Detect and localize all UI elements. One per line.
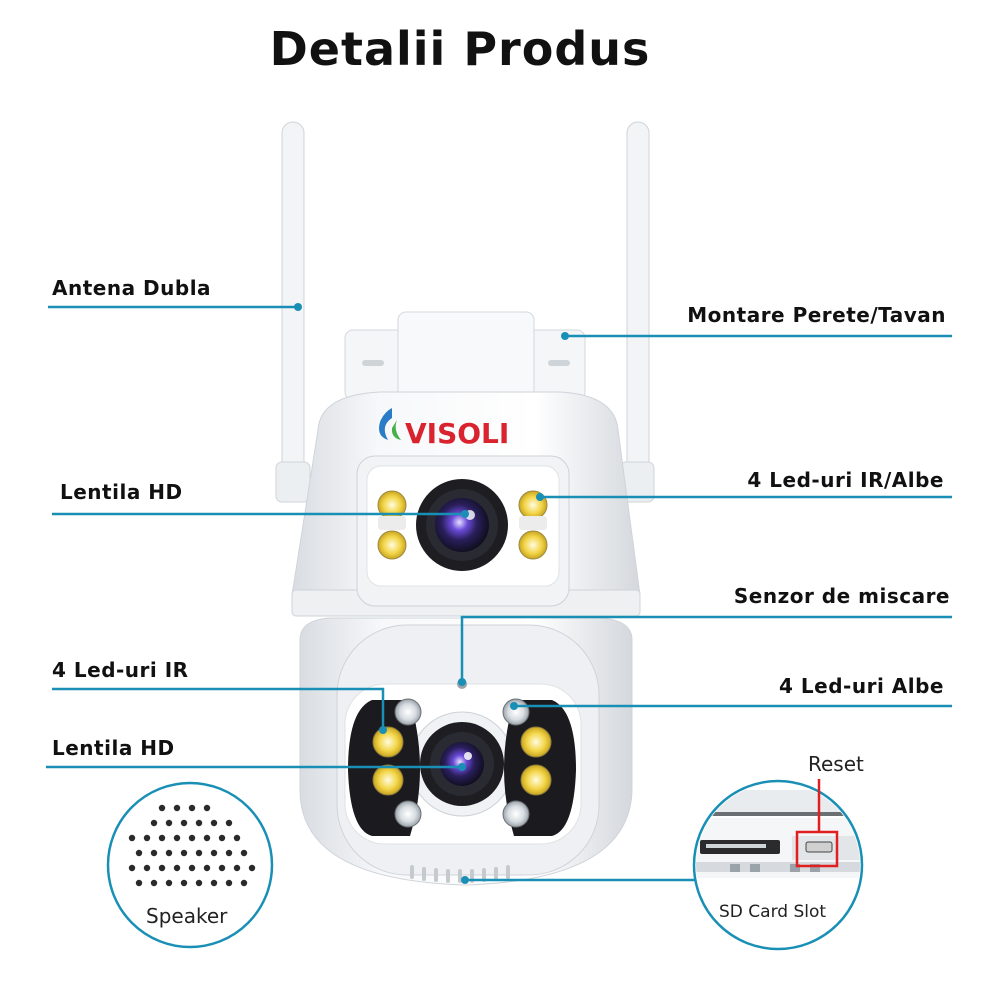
speaker-hole	[150, 879, 158, 887]
speaker-hole	[225, 819, 233, 827]
visoli-logo: VISOLI	[379, 408, 509, 450]
speaker-hole	[128, 864, 136, 872]
speaker-hole	[210, 849, 218, 857]
brand-text: VISOLI	[405, 417, 509, 450]
sd-card-inset	[692, 779, 864, 951]
speaker-hole	[173, 834, 181, 842]
label-leds-ir: 4 Led-uri IR	[52, 658, 189, 682]
speaker-hole	[240, 879, 248, 887]
speaker-hole	[150, 819, 158, 827]
speaker-hole	[158, 834, 166, 842]
speaker-hole	[203, 804, 211, 812]
label-lens-top: Lentila HD	[60, 480, 183, 504]
speaker-hole	[135, 849, 143, 857]
label-motion-sensor: Senzor de miscare	[733, 584, 950, 608]
page-title: Detalii Produs	[269, 22, 651, 76]
label-reset: Reset	[808, 752, 864, 776]
speaker-hole	[233, 834, 241, 842]
speaker-hole	[240, 849, 248, 857]
speaker-hole	[165, 879, 173, 887]
speaker-hole	[180, 879, 188, 887]
speaker-hole	[233, 864, 241, 872]
label-speaker: Speaker	[146, 904, 228, 928]
callout-lines	[46, 305, 952, 882]
speaker-hole	[135, 879, 143, 887]
speaker-hole	[218, 834, 226, 842]
speaker-hole	[165, 819, 173, 827]
label-leds-ir-white: 4 Led-uri IR/Albe	[747, 468, 944, 492]
label-lens-bottom: Lentila HD	[52, 736, 175, 760]
speaker-hole	[210, 819, 218, 827]
speaker-hole	[203, 864, 211, 872]
speaker-hole	[225, 849, 233, 857]
speaker-hole	[188, 804, 196, 812]
speaker-hole	[128, 834, 136, 842]
speaker-hole	[195, 879, 203, 887]
speaker-hole	[218, 864, 226, 872]
speaker-hole	[173, 804, 181, 812]
speaker-hole	[188, 834, 196, 842]
speaker-hole	[150, 849, 158, 857]
label-sd-slot: SD Card Slot	[719, 902, 827, 922]
reset-highlight-box	[795, 830, 839, 868]
speaker-hole	[195, 819, 203, 827]
label-antenna: Antena Dubla	[52, 276, 212, 300]
speaker-inset	[106, 781, 274, 949]
speaker-hole	[165, 849, 173, 857]
speaker-hole	[180, 819, 188, 827]
speaker-hole	[143, 834, 151, 842]
label-mount: Montare Perete/Tavan	[687, 303, 946, 327]
antenna-right	[619, 121, 655, 503]
speaker-hole	[225, 879, 233, 887]
speaker-hole	[248, 864, 256, 872]
speaker-hole	[158, 864, 166, 872]
speaker-hole	[195, 849, 203, 857]
speaker-hole	[158, 804, 166, 812]
speaker-hole	[173, 864, 181, 872]
speaker-hole	[143, 864, 151, 872]
speaker-hole	[180, 849, 188, 857]
speaker-hole	[210, 879, 218, 887]
label-leds-white: 4 Led-uri Albe	[779, 674, 944, 698]
speaker-hole	[188, 864, 196, 872]
antenna-left	[275, 121, 311, 503]
speaker-hole	[203, 834, 211, 842]
